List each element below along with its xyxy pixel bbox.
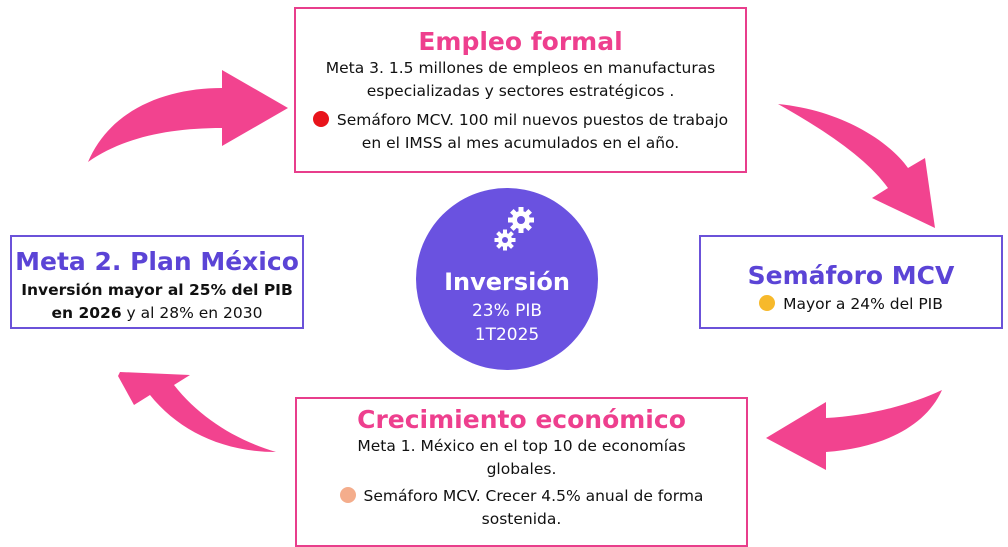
crecimiento-meta-text: Meta 1. México en el top 10 de economías… — [357, 437, 686, 478]
empleo-formal-title: Empleo formal — [418, 27, 623, 56]
plan-mexico-title: Meta 2. Plan México — [15, 247, 299, 276]
semaforo-mcv-label: Mayor a 24% del PIB — [783, 295, 943, 313]
empleo-meta-text: Meta 3. 1.5 millones de empleos en manuf… — [325, 59, 716, 100]
crecimiento-semaforo-text: Semáforo MCV. Crecer 4.5% anual de forma… — [297, 481, 746, 531]
inversion-value: 23% PIB — [471, 301, 543, 321]
orange-status-dot — [339, 487, 356, 503]
inversion-title: Inversión — [444, 268, 570, 296]
plan-mexico-rest: y al 28% en 2030 — [121, 304, 263, 322]
empleo-semaforo-label: Semáforo MCV. 100 mil nuevos puestos de … — [336, 111, 729, 152]
crecimiento-box: Crecimiento económico Meta 1. México en … — [295, 397, 748, 547]
plan-mexico-bold: Inversión mayor al 25% del PIB en 2026 — [21, 281, 293, 322]
red-status-dot — [312, 111, 329, 127]
yellow-status-dot — [759, 295, 776, 311]
arrow-bottom-left — [118, 372, 276, 452]
empleo-formal-box: Empleo formal Meta 3. 1.5 millones de em… — [294, 7, 747, 173]
inversion-period: 1T2025 — [474, 325, 540, 345]
plan-mexico-box: Meta 2. Plan México Inversión mayor al 2… — [10, 235, 304, 329]
semaforo-mcv-box: Semáforo MCV Mayor a 24% del PIB — [699, 235, 1003, 329]
crecimiento-semaforo-label: Semáforo MCV. Crecer 4.5% anual de forma… — [363, 487, 704, 528]
gears-icon — [494, 207, 534, 251]
empleo-semaforo-text: Semáforo MCV. 100 mil nuevos puestos de … — [296, 103, 745, 155]
crecimiento-title: Crecimiento económico — [357, 405, 686, 434]
semaforo-mcv-title: Semáforo MCV — [747, 261, 955, 290]
inversion-circle: Inversión 23% PIB 1T2025 — [416, 188, 598, 370]
arrow-bottom-right — [766, 390, 942, 470]
plan-mexico-text: Inversión mayor al 25% del PIB en 2026 y… — [12, 277, 302, 325]
arrow-top-left — [88, 70, 288, 162]
semaforo-mcv-text: Mayor a 24% del PIB — [701, 291, 1001, 316]
arrow-top-right — [778, 104, 935, 228]
